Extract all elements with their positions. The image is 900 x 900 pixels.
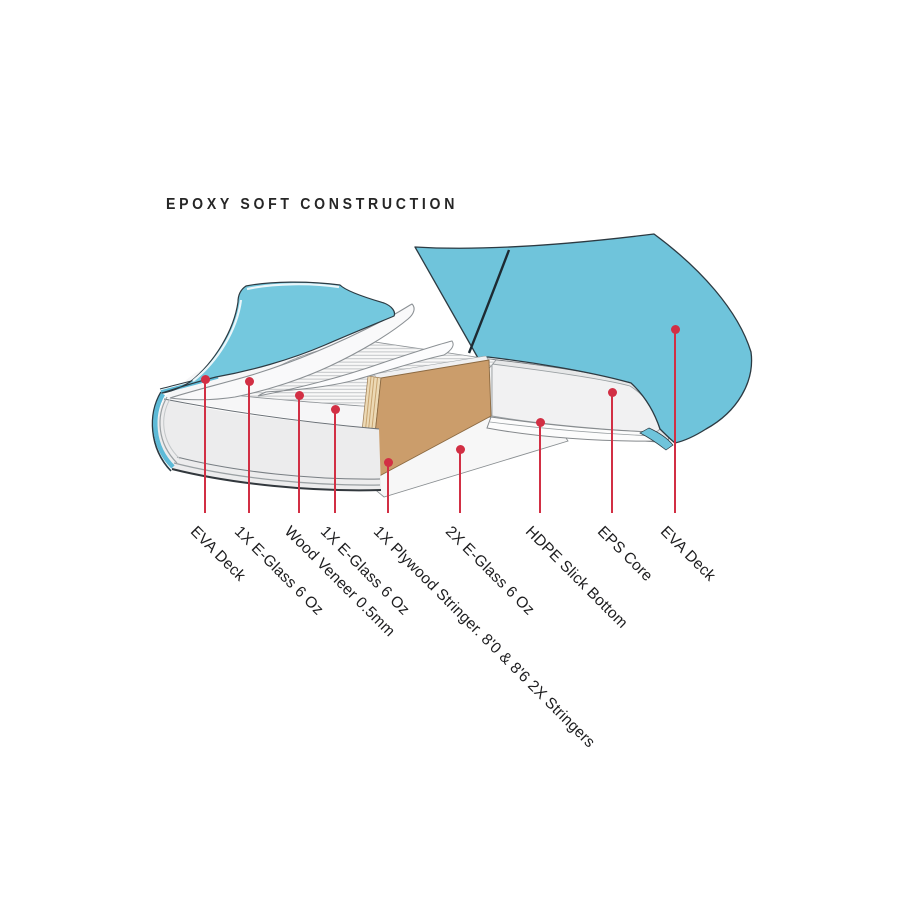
layer-label: EVA Deck: [656, 523, 719, 585]
bottom-laminate-mid: [176, 456, 381, 480]
leader-dot: [200, 374, 210, 384]
glass-sheet-curl: [257, 340, 454, 397]
left-core-fold-line: [163, 398, 380, 430]
leader-dot: [383, 457, 393, 467]
bottom-laminate-grey: [173, 462, 381, 486]
leader-dot: [535, 417, 545, 427]
rail-underside-sliver: [639, 427, 674, 451]
left-rail-glass-line1: [159, 396, 178, 464]
leader-line: [334, 409, 336, 513]
leader-line: [459, 449, 461, 513]
left-rail-eva-band: [153, 392, 175, 469]
leader-dot: [244, 376, 254, 386]
left-core-front-face: [157, 399, 381, 491]
leader-line: [298, 395, 300, 513]
leader-line: [387, 462, 389, 513]
leader-dot: [607, 387, 617, 397]
leader-dot: [455, 444, 465, 454]
leader-line: [204, 379, 206, 513]
hdpe-bottom-line: [489, 421, 657, 437]
left-rail-outline: [151, 391, 172, 472]
eva-deck-peeled-flap: [161, 281, 396, 394]
leader-line: [611, 392, 613, 513]
eva-deck-top-surface: [414, 233, 753, 444]
leader-line: [539, 422, 541, 513]
leader-dot: [294, 390, 304, 400]
layer-label: EPS Core: [593, 523, 656, 585]
deck-stringer-line: [467, 249, 511, 354]
left-rail-glass-line2: [163, 398, 181, 460]
leader-line: [674, 329, 676, 513]
eva-flap-edge-highlight: [192, 283, 340, 382]
leader-line: [248, 381, 250, 513]
page-title: EPOXY SOFT CONSTRUCTION: [166, 196, 459, 213]
leader-dot: [670, 324, 680, 334]
leader-dot: [330, 404, 340, 414]
bottom-laminate-dark: [171, 468, 382, 492]
